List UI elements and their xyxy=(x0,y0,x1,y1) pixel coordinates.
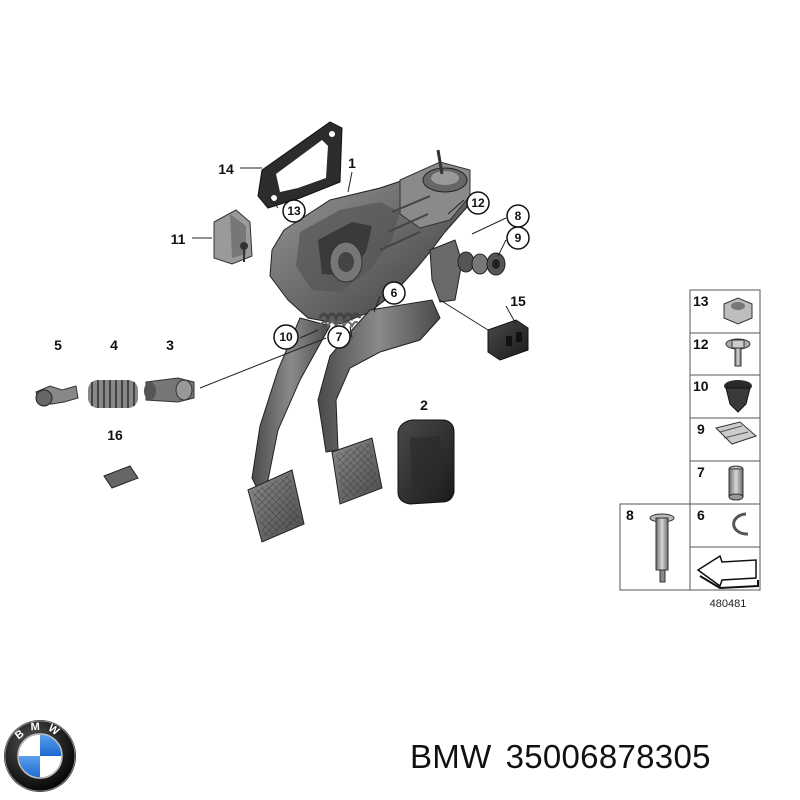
damper-part-3 xyxy=(144,377,195,403)
legend-label-13: 13 xyxy=(693,293,709,309)
callout-14: 14 xyxy=(218,161,234,177)
coil-spring-4 xyxy=(88,380,138,408)
legend-label-10: 10 xyxy=(693,378,709,394)
callout-8-circle: 8 xyxy=(506,204,530,228)
legend-label-9: 9 xyxy=(697,421,705,437)
callout-10-circle: 10 xyxy=(273,324,299,350)
callout-12-circle: 12 xyxy=(466,191,490,215)
brand-name: BMW xyxy=(410,738,492,775)
svg-text:12: 12 xyxy=(471,196,485,210)
callout-16: 16 xyxy=(107,427,123,443)
callout-15: 15 xyxy=(510,293,526,309)
callout-7-circle: 7 xyxy=(327,325,351,349)
legend-label-6: 6 xyxy=(697,507,705,523)
reference-number: 480481 xyxy=(710,598,747,610)
callout-9-circle: 9 xyxy=(506,226,530,250)
callout-6-circle: 6 xyxy=(382,281,406,305)
legend-label-8: 8 xyxy=(626,507,634,523)
brake-light-switch xyxy=(487,319,529,361)
leader-lines xyxy=(192,167,517,389)
part-number: 35006878305 xyxy=(505,738,711,775)
callout-2: 2 xyxy=(420,397,428,413)
pedal-box-housing xyxy=(269,149,471,325)
legend-label-12: 12 xyxy=(693,336,709,352)
arrow-symbol-icon xyxy=(696,554,759,590)
clip-part-16 xyxy=(103,465,139,489)
callout-5: 5 xyxy=(54,337,62,353)
svg-text:9: 9 xyxy=(515,231,522,245)
callout-labels: 1 2 3 4 5 14 11 15 16 13 12 8 9 6 xyxy=(54,155,530,443)
bushing-stack xyxy=(457,251,506,276)
svg-text:7: 7 xyxy=(336,330,343,344)
nut-icon xyxy=(723,297,753,325)
push-clip-icon xyxy=(724,380,752,413)
bracket-part xyxy=(213,209,253,265)
callout-4: 4 xyxy=(110,337,118,353)
parts-legend: 13 12 10 9 7 6 8 xyxy=(619,289,761,610)
pedal-box-assembly xyxy=(247,121,529,543)
guide-pin-icon xyxy=(649,513,675,583)
legend-label-7: 7 xyxy=(697,464,705,480)
gasket-part xyxy=(257,121,343,209)
callout-3: 3 xyxy=(166,337,174,353)
return-spring xyxy=(318,312,362,329)
spring-clip-icon xyxy=(715,421,757,445)
svg-text:6: 6 xyxy=(391,286,398,300)
callout-11: 11 xyxy=(171,231,186,247)
bolt-part-5 xyxy=(35,385,79,407)
circlip-icon xyxy=(732,512,749,536)
bmw-logo: BMW xyxy=(4,720,76,792)
svg-text:13: 13 xyxy=(287,204,301,218)
part-caption: BMW 35006878305 xyxy=(410,738,725,776)
callout-13-circle: 13 xyxy=(282,199,306,223)
pedal-pad-part-2 xyxy=(397,419,455,505)
callout-1: 1 xyxy=(348,155,356,171)
clutch-pedal xyxy=(247,317,331,543)
pin-icon xyxy=(728,465,744,501)
bolt-icon xyxy=(725,338,751,367)
svg-text:8: 8 xyxy=(515,209,522,223)
svg-text:10: 10 xyxy=(279,330,293,344)
